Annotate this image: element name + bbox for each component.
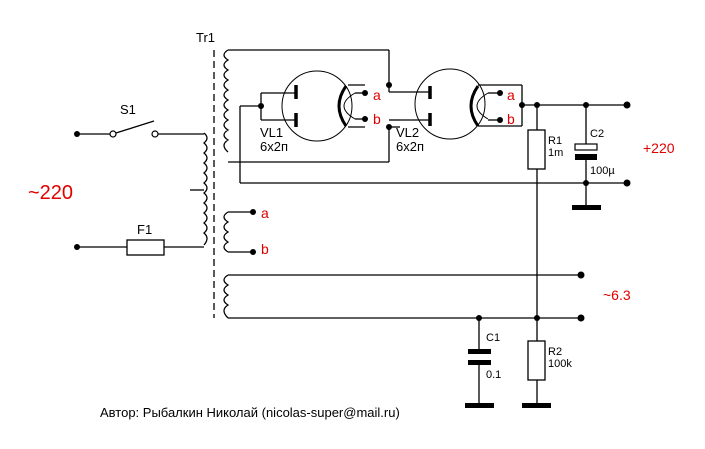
ground-r2 (522, 403, 551, 408)
capacitor-c2-plate-pos (574, 143, 598, 151)
switch-lever (115, 120, 155, 134)
vl2-label: VL2 (396, 125, 419, 140)
capacitor-c2-plate-neg (575, 154, 597, 160)
fuse-label: F1 (137, 222, 152, 237)
c1-label: C1 (486, 332, 500, 344)
primary-winding (190, 132, 208, 246)
r2-value: 100k (548, 358, 572, 370)
switch-label: S1 (120, 102, 136, 117)
vl2-type: 6х2п (396, 139, 424, 154)
output-voltage-label: +220 (643, 140, 675, 156)
output-minus-terminal (623, 179, 631, 187)
vl1-type: 6х2п (260, 139, 288, 154)
c2-label: C2 (590, 128, 604, 140)
filament-terminal-a: a (261, 205, 269, 221)
filament-terminal-1 (577, 271, 585, 279)
c1-value: 0.1 (486, 369, 501, 381)
tube-vl1 (258, 70, 368, 142)
r2-label: R2 (548, 346, 562, 358)
ground-c2 (572, 205, 601, 210)
vl2-terminal-b: b (507, 111, 515, 127)
output-plus-terminal (623, 101, 631, 109)
tube-vl2 (386, 68, 523, 140)
r1-value: 1m (548, 147, 563, 159)
capacitor-c1-plate (468, 349, 491, 354)
r1-label: R1 (548, 135, 562, 147)
author-credit: Автор: Рыбалкин Николай (nicolas-super@m… (100, 405, 400, 420)
hv-winding (223, 49, 230, 153)
capacitor-c1-plate (468, 360, 491, 365)
resistor-r2 (527, 340, 546, 381)
filament-terminal-b: b (261, 241, 269, 257)
vl1-label: VL1 (260, 125, 283, 140)
transformer-label: Tr1 (196, 30, 215, 45)
fuse (126, 239, 165, 256)
filament-terminal-2 (577, 314, 585, 322)
vl1-terminal-a: a (373, 87, 381, 103)
c2-value: 100µ (590, 165, 615, 177)
filament-voltage-label: ~6.3 (603, 287, 631, 303)
filament-winding-ab (223, 211, 230, 253)
input-voltage-label: ~220 (28, 182, 73, 204)
vl2-terminal-a: a (507, 87, 515, 103)
switch-contact (109, 130, 117, 138)
switch-contact (151, 130, 159, 138)
vl1-terminal-b: b (373, 111, 381, 127)
resistor-r1 (527, 129, 546, 170)
filament-winding-6v3 (223, 274, 230, 319)
ground-c1 (465, 403, 494, 408)
